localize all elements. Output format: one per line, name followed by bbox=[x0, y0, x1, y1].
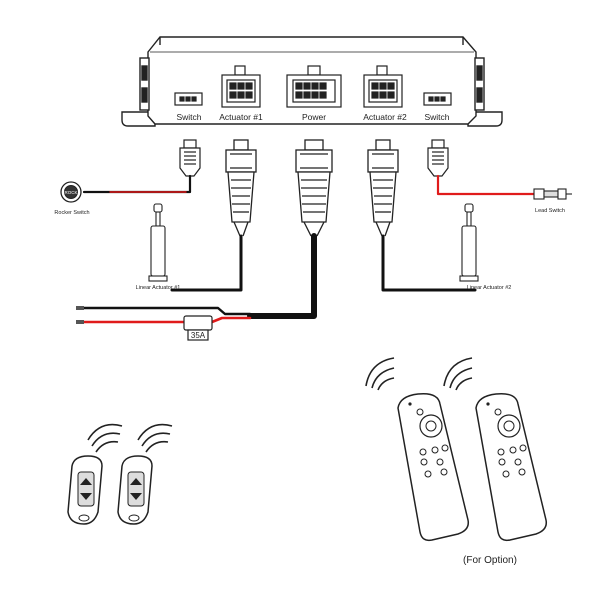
actuator1-port bbox=[221, 65, 261, 108]
controller-flange-left bbox=[121, 111, 156, 127]
option-remote-1 bbox=[365, 357, 470, 542]
option-remote-2 bbox=[443, 357, 548, 542]
switch-port-right bbox=[423, 92, 452, 106]
wire-actuator2 bbox=[381, 234, 477, 292]
port-label-actuator2: Actuator #2 bbox=[363, 112, 407, 122]
actuator2-plug bbox=[367, 139, 399, 237]
keyfob-remote-1 bbox=[67, 423, 123, 525]
rocker-switch-label: Rocker Switch bbox=[54, 210, 89, 216]
linear-actuator-1 bbox=[148, 203, 168, 282]
controller-bracket-right bbox=[474, 57, 485, 111]
port-label-power: Power bbox=[302, 112, 326, 122]
rocker-switch-button-label: ROCK bbox=[64, 190, 77, 195]
signal-waves-icon bbox=[87, 423, 123, 453]
wire-end-black bbox=[76, 306, 84, 310]
port-label-switch-right: Switch bbox=[424, 112, 449, 122]
fuse-rating: 35A bbox=[191, 331, 206, 340]
lead-switch bbox=[533, 188, 572, 200]
wire-lead-switch bbox=[436, 174, 536, 196]
rocker-switch: ROCK bbox=[60, 181, 82, 203]
linear-actuator-1-label: Linear Actuator #1 bbox=[136, 285, 181, 291]
linear-actuator-2 bbox=[459, 203, 479, 282]
lead-switch-label: Lead Switch bbox=[535, 208, 565, 214]
wire-power-red bbox=[78, 316, 252, 324]
switch-port-left bbox=[174, 92, 203, 106]
power-plug bbox=[295, 139, 333, 237]
actuator2-port bbox=[363, 65, 403, 108]
controller-bracket-left bbox=[139, 57, 150, 111]
signal-waves-icon bbox=[365, 357, 395, 391]
linear-actuator-2-label: Linear Actuator #2 bbox=[467, 285, 512, 291]
port-label-switch-left: Switch bbox=[176, 112, 201, 122]
port-label-actuator1: Actuator #1 bbox=[219, 112, 263, 122]
wire-power-black bbox=[78, 306, 252, 316]
keyfob-remote-2 bbox=[117, 423, 173, 525]
switch-plug-left bbox=[179, 139, 201, 177]
option-caption: (For Option) bbox=[463, 555, 517, 566]
wire-rocker-switch bbox=[82, 174, 192, 194]
wires bbox=[78, 174, 536, 324]
actuator1-plug bbox=[225, 139, 257, 237]
wire-end-red bbox=[76, 320, 84, 324]
signal-waves-icon bbox=[137, 423, 173, 453]
fuse-holder: 35A bbox=[183, 315, 213, 341]
wire-power-main bbox=[247, 233, 317, 319]
power-port bbox=[286, 65, 342, 108]
wire-actuator1 bbox=[170, 234, 243, 292]
switch-plug-right bbox=[427, 139, 449, 177]
signal-waves-icon bbox=[443, 357, 473, 391]
